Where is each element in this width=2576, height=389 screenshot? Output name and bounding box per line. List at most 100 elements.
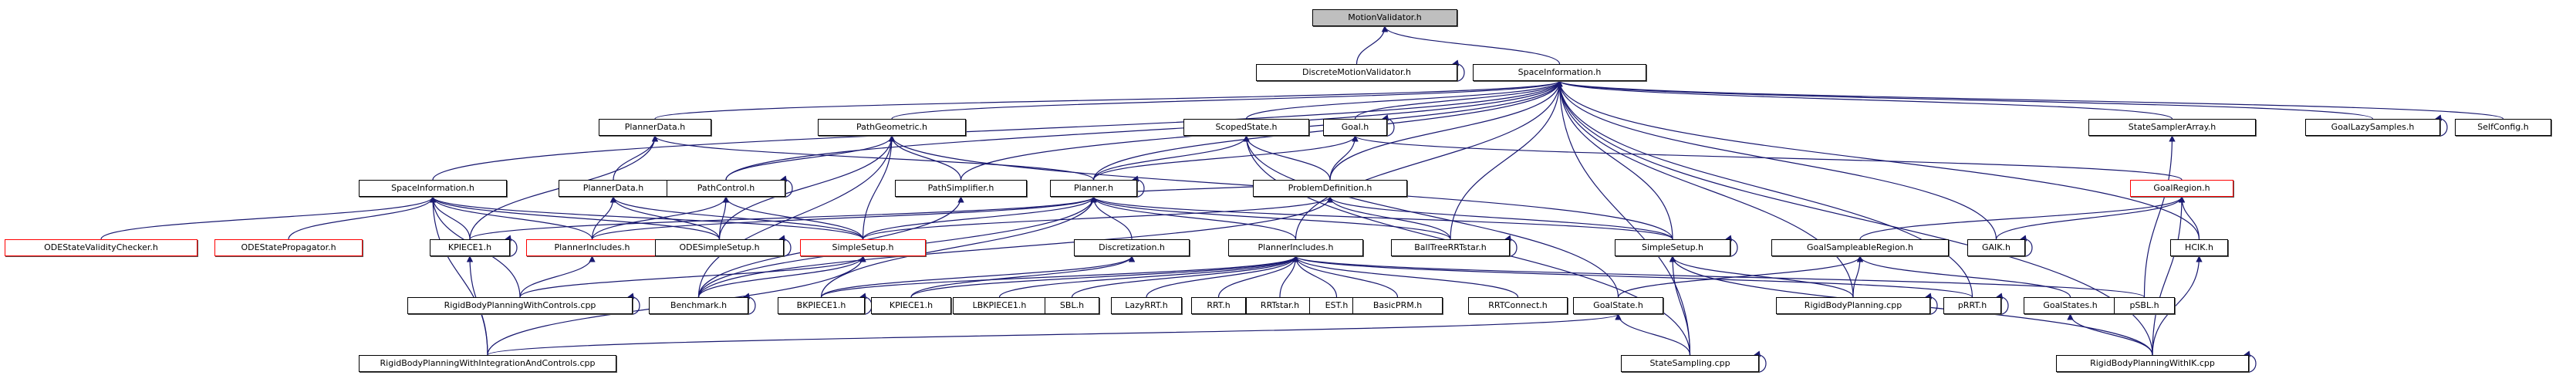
dependency-edge: [1556, 80, 1673, 240]
graph-node[interactable]: Goal.h: [1323, 119, 1387, 136]
graph-node[interactable]: LazyRRT.h: [1111, 297, 1182, 314]
dependency-edge: [2435, 114, 2448, 137]
graph-node[interactable]: RRT.h: [1191, 297, 1246, 314]
graph-node[interactable]: BKPIECE1.h: [778, 297, 865, 314]
dependency-edge: [725, 135, 896, 181]
graph-node[interactable]: RigidBodyPlanning.cpp: [1776, 297, 1930, 314]
graph-node[interactable]: RRTstar.h: [1246, 297, 1314, 314]
dependency-edge: [1292, 255, 1519, 298]
dependency-edge: [1381, 25, 1561, 65]
graph-node[interactable]: pRRT.h: [1943, 297, 2001, 314]
graph-node[interactable]: Planner.h: [1050, 180, 1137, 197]
dependency-edge: [1217, 255, 1299, 298]
graph-node[interactable]: ProblemDefinition.h: [1253, 180, 1407, 197]
graph-node[interactable]: HCIK.h: [2170, 239, 2228, 256]
dependency-edge: [891, 80, 1563, 120]
graph-node[interactable]: GoalRegion.h: [2130, 180, 2233, 197]
dependency-edge: [1146, 255, 1299, 298]
dependency-edge: [1090, 196, 1673, 240]
dependency-edge: [1090, 196, 1133, 240]
dependency-edge: [429, 196, 471, 240]
dependency-edge: [1452, 59, 1465, 82]
dependency-edge: [1243, 135, 1619, 298]
graph-node[interactable]: RigidBodyPlanningWithIK.cpp: [2056, 355, 2249, 372]
dependency-edge: [1556, 80, 2200, 240]
graph-node[interactable]: RigidBodyPlanningWithIntegrationAndContr…: [359, 355, 616, 372]
graph-node[interactable]: GoalSampleableRegion.h: [1771, 239, 1949, 256]
graph-node[interactable]: SimpleSetup.h: [800, 239, 926, 256]
graph-node[interactable]: BallTreeRRTstar.h: [1391, 239, 1510, 256]
graph-node[interactable]: Discretization.h: [1074, 239, 1190, 256]
graph-node[interactable]: ODEStatePropagator.h: [214, 239, 363, 256]
dependency-edge: [1669, 255, 1854, 298]
dependency-edge: [432, 80, 1563, 181]
dependency-edge: [505, 235, 518, 257]
dependency-edge: [1292, 255, 2146, 298]
dependency-edge: [743, 293, 756, 315]
graph-node[interactable]: ODEStateValidityChecker.h: [5, 239, 198, 256]
dependency-edge: [820, 196, 1097, 298]
graph-node[interactable]: Benchmark.h: [649, 297, 748, 314]
graph-node[interactable]: MotionValidator.h: [1312, 9, 1457, 26]
graph-node[interactable]: EST.h: [1309, 297, 1364, 314]
graph-node[interactable]: BasicPRM.h: [1352, 297, 1443, 314]
dependency-edge: [1090, 196, 1451, 240]
graph-node[interactable]: RRTConnect.h: [1468, 297, 1568, 314]
graph-node[interactable]: GAIK.h: [1967, 239, 2025, 256]
dependency-edge: [1092, 135, 1359, 181]
dependency-edge: [487, 313, 1622, 356]
dependency-edge: [697, 135, 896, 298]
dependency-edge: [2243, 350, 2257, 373]
dependency-edge: [1354, 80, 1563, 120]
dependency-edge: [1995, 196, 2186, 240]
graph-node[interactable]: PlannerData.h: [599, 119, 711, 136]
graph-node[interactable]: PathSimplifier.h: [895, 180, 1027, 197]
dependency-edge: [1996, 293, 2009, 315]
dependency-edge: [998, 255, 1299, 298]
graph-node[interactable]: GoalLazySamples.h: [2305, 119, 2440, 136]
graph-node[interactable]: StateSampling.cpp: [1621, 355, 1759, 372]
dependency-edge: [2067, 313, 2153, 356]
dependency-edge: [429, 196, 593, 240]
graph-node[interactable]: PlannerIncludes.h: [1228, 239, 1363, 256]
graph-node[interactable]: SpaceInformation.h: [1473, 64, 1646, 81]
graph-node[interactable]: StateSamplerArray.h: [2088, 119, 2256, 136]
graph-node[interactable]: SBL.h: [1045, 297, 1099, 314]
dependency-edge: [591, 196, 1097, 240]
dependency-edge: [2152, 196, 2186, 356]
graph-node[interactable]: SpaceInformation.h: [359, 180, 507, 197]
dependency-edge: [1382, 114, 1395, 137]
dependency-edge: [1326, 196, 1451, 240]
dependency-edge: [1556, 80, 1997, 240]
graph-node[interactable]: PathGeometric.h: [818, 119, 966, 136]
dependency-edge: [820, 255, 1299, 298]
graph-node[interactable]: SimpleSetup.h: [1615, 239, 1730, 256]
dependency-edge: [2178, 196, 2200, 240]
graph-node[interactable]: KPIECE1.h: [871, 297, 951, 314]
dependency-edge: [1092, 135, 1250, 181]
graph-node[interactable]: DiscreteMotionValidator.h: [1256, 64, 1457, 81]
graph-node[interactable]: RigidBodyPlanningWithControls.cpp: [407, 297, 633, 314]
dependency-edge: [1556, 80, 1973, 298]
graph-node[interactable]: PlannerData.h: [559, 180, 668, 197]
dependency-edge: [1243, 135, 1331, 181]
graph-node[interactable]: ODESimpleSetup.h: [655, 239, 784, 256]
dependency-edge: [725, 80, 1563, 181]
graph-node[interactable]: ScopedState.h: [1183, 119, 1309, 136]
graph-node[interactable]: GoalStates.h: [2024, 297, 2117, 314]
graph-node[interactable]: GoalState.h: [1573, 297, 1663, 314]
graph-node[interactable]: SelfConfig.h: [2455, 119, 2551, 136]
dependency-edge: [1292, 255, 1973, 298]
graph-node[interactable]: PathControl.h: [667, 180, 785, 197]
dependency-edge: [1329, 80, 1563, 181]
graph-node[interactable]: pSBL.h: [2114, 297, 2175, 314]
dependency-edge: [1859, 196, 2186, 240]
graph-node[interactable]: KPIECE1.h: [430, 239, 510, 256]
graph-node[interactable]: LBKPIECE1.h: [953, 297, 1046, 314]
dependency-edge: [697, 196, 1334, 298]
dependency-edge: [1556, 80, 2504, 120]
graph-node[interactable]: PlannerIncludes.h: [526, 239, 658, 256]
dependency-edge: [519, 255, 596, 298]
dependency-edge: [718, 135, 896, 240]
